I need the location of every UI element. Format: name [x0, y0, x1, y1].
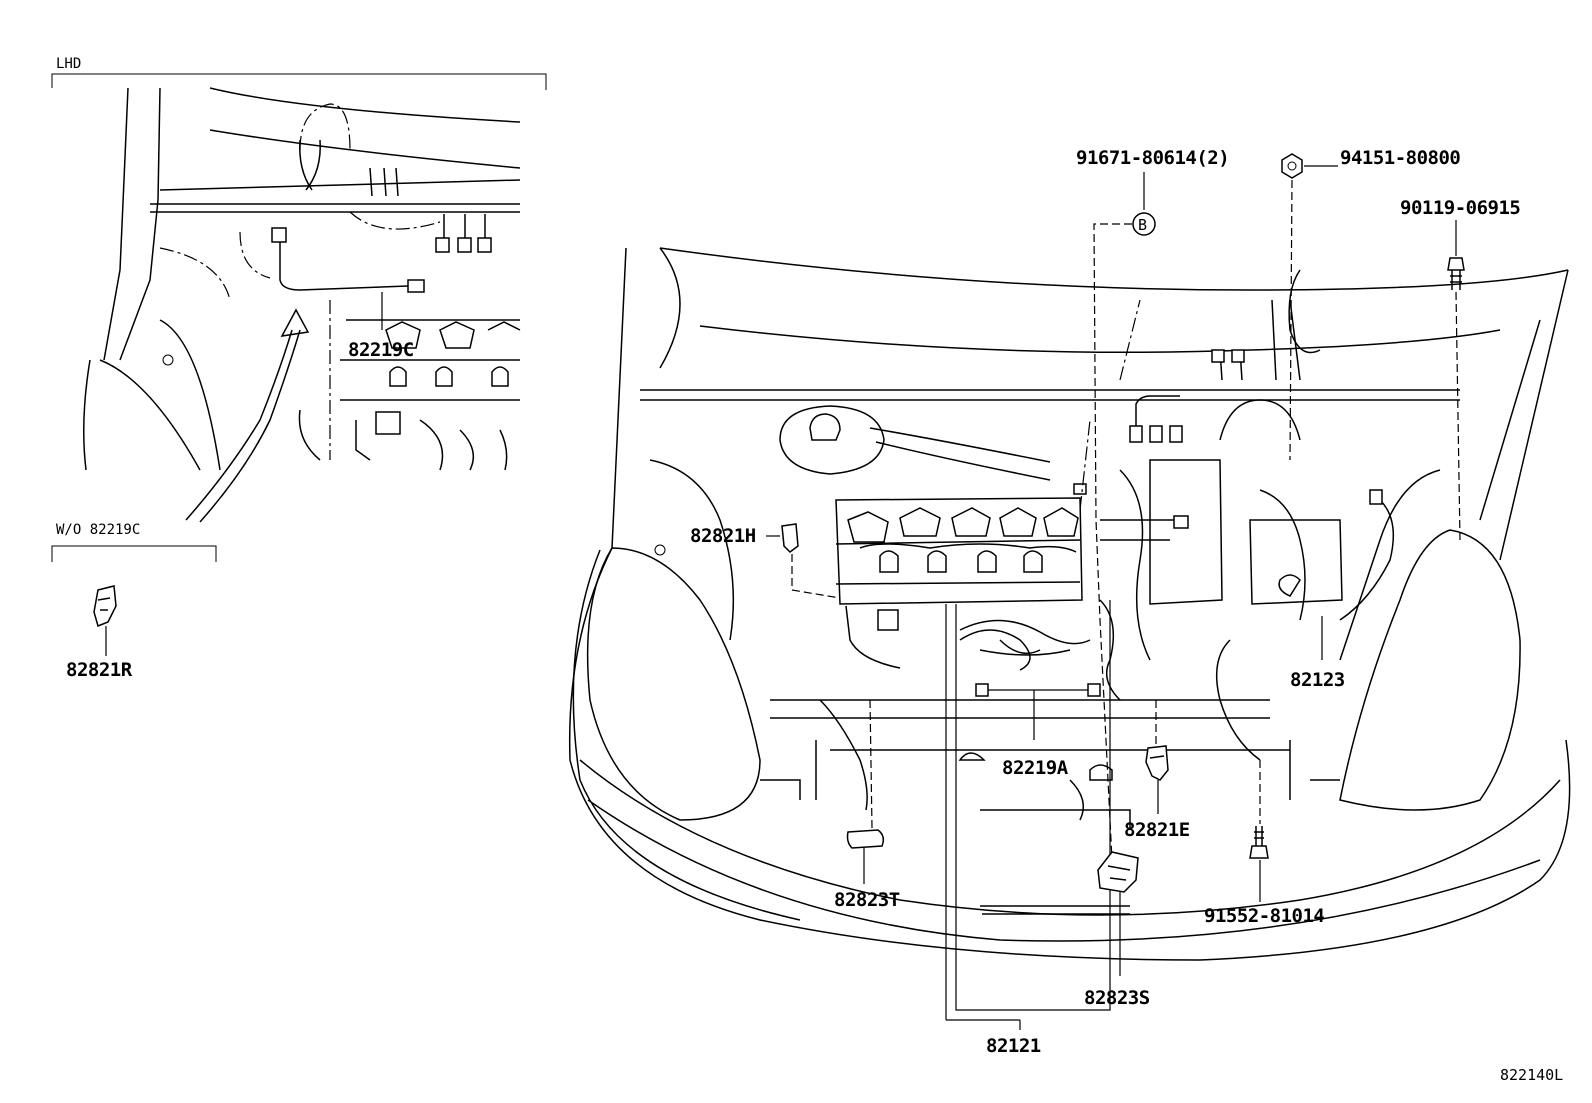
part-94151-80800-nut: [1281, 153, 1303, 179]
label-82821R: 82821R: [66, 659, 133, 681]
dashed-leader-b: [1093, 223, 1132, 861]
connector-82219A-left: [975, 683, 989, 697]
label-90119-06915: 90119-06915: [1400, 197, 1520, 219]
bracket-82121: [945, 600, 1111, 1020]
part-91552-81014-bolt: [1249, 826, 1269, 859]
dashed-leader-82821H: [791, 554, 841, 599]
main-car-drawing: [568, 247, 1571, 961]
label-94151-80800: 94151-80800: [1340, 147, 1460, 169]
label-91671-80614: 91671-80614(2): [1076, 147, 1229, 169]
wo-section-label: W/O 82219C: [56, 522, 140, 538]
reference-circle-b: [1132, 212, 1156, 236]
label-82821E: 82821E: [1124, 819, 1190, 841]
figure-id: 822140L: [1500, 1066, 1563, 1084]
lhd-bracket: [51, 73, 547, 90]
lhd-inset: LHD: [51, 56, 547, 523]
connector-82219A-right: [1087, 683, 1101, 697]
leader-82219A: [986, 689, 1090, 740]
label-82219C: 82219C: [348, 339, 414, 361]
part-82823S-drawing: [1097, 851, 1139, 893]
lhd-car-drawing: [83, 87, 521, 523]
wo-inset: W/O 82219C 82821R: [51, 522, 217, 681]
label-91552-81014: 91552-81014: [1204, 905, 1324, 927]
part-82821H-drawing: [781, 523, 799, 553]
lhd-section-label: LHD: [56, 56, 81, 72]
dashed-leader-90119: [1455, 291, 1461, 541]
label-82823S: 82823S: [1084, 987, 1150, 1009]
part-82823T-drawing: [846, 829, 885, 849]
label-82821H: 82821H: [690, 525, 756, 547]
label-82823T: 82823T: [834, 889, 900, 911]
part-90119-06915-bolt: [1447, 257, 1465, 290]
wo-bracket: [51, 545, 217, 562]
leader-82121: [946, 1019, 1021, 1030]
dashed-leader-82823T: [869, 699, 873, 829]
reference-circle-b-label: B: [1138, 216, 1147, 234]
dashed-leader-94151: [1289, 179, 1293, 461]
part-82821R-drawing: [93, 585, 117, 628]
label-82219A: 82219A: [1002, 757, 1069, 779]
label-82123: 82123: [1290, 669, 1345, 691]
part-82821E-drawing: [1145, 745, 1169, 781]
label-82121: 82121: [986, 1035, 1041, 1057]
